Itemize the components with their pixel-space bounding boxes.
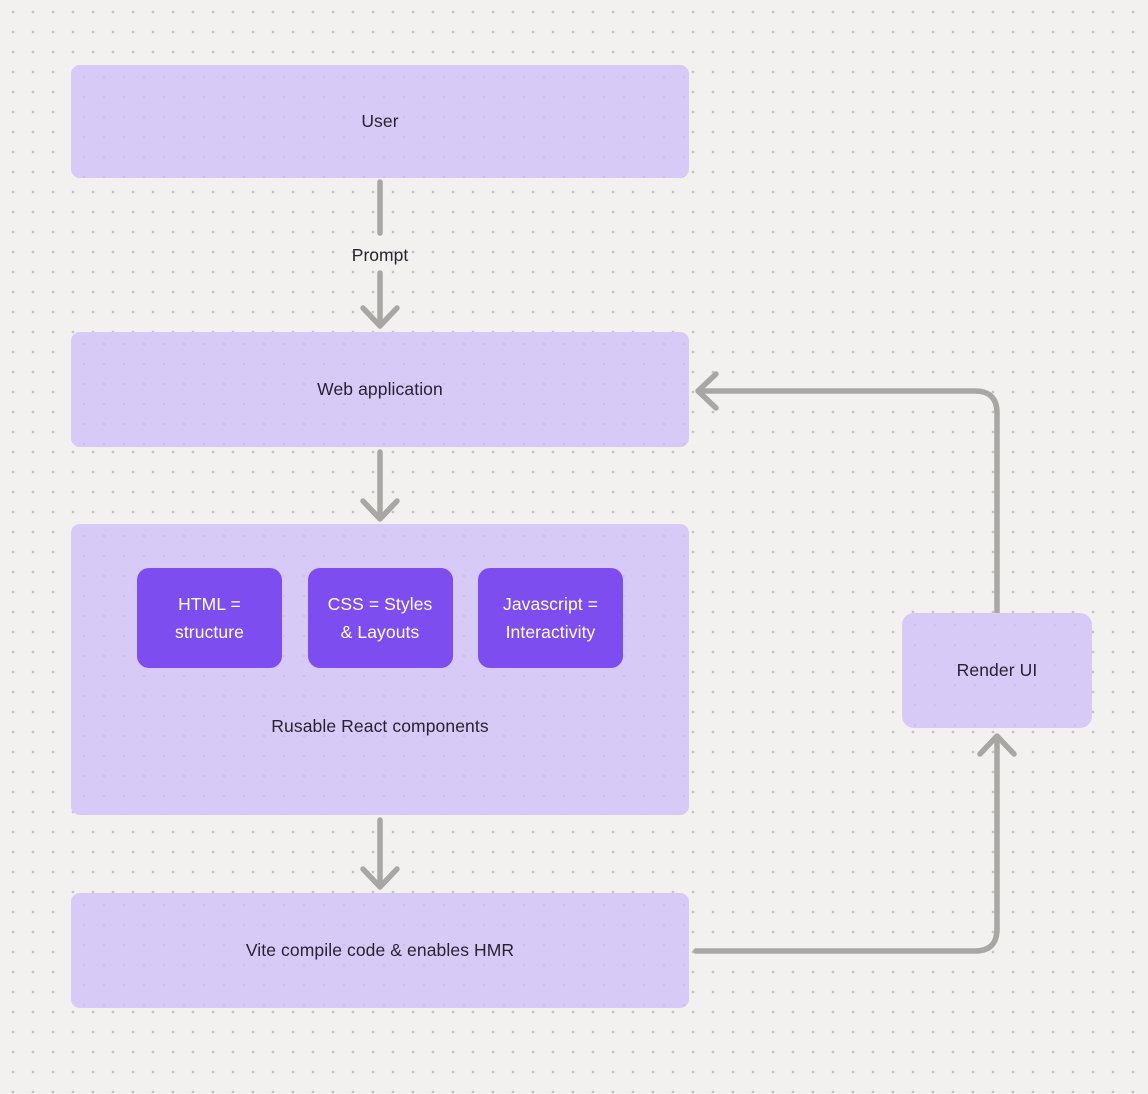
node-javascript: Javascript = Interactivity: [478, 568, 623, 668]
edge-label-prompt: Prompt: [351, 245, 409, 265]
node-vite-label: Vite compile code & enables HMR: [245, 940, 515, 960]
node-web-application: Web application: [71, 332, 689, 447]
connector-web-to-container: [360, 449, 400, 522]
node-vite: Vite compile code & enables HMR: [71, 893, 689, 1008]
node-javascript-label: Javascript = Interactivity: [502, 594, 599, 642]
node-render-ui-label: Render UI: [956, 660, 1038, 680]
connector-container-to-vite: [360, 817, 400, 890]
node-html: HTML = structure: [137, 568, 282, 668]
node-web-application-label: Web application: [317, 379, 443, 399]
node-user: User: [71, 65, 689, 178]
react-components-caption: Rusable React components: [271, 716, 489, 736]
node-react-components-group: HTML = structure CSS = Styles & Layouts …: [71, 524, 689, 815]
connector-render-to-web: [695, 371, 1000, 615]
node-render-ui: Render UI: [902, 613, 1092, 728]
node-css: CSS = Styles & Layouts: [307, 568, 453, 668]
connector-vite-to-render: [693, 733, 1017, 954]
node-html-label: HTML = structure: [175, 594, 244, 642]
node-css-label: CSS = Styles & Layouts: [327, 594, 433, 642]
component-boxes-row: HTML = structure CSS = Styles & Layouts …: [137, 568, 623, 668]
node-user-label: User: [361, 111, 399, 131]
